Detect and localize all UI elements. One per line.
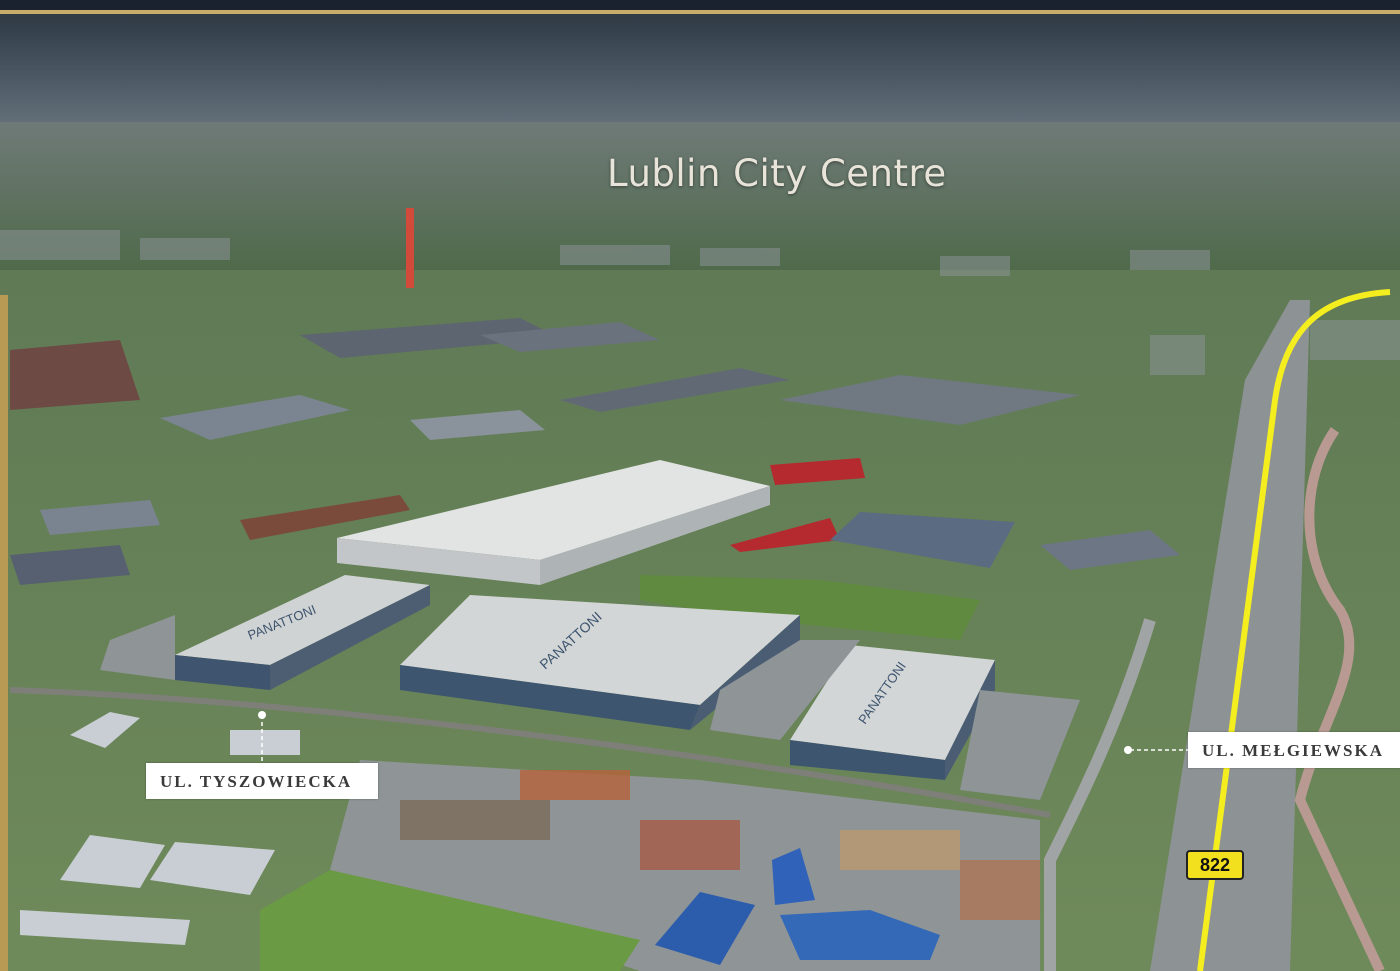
frame-top-border	[0, 0, 1400, 14]
street-label-melgiewska: UL. MEŁGIEWSKA	[1188, 732, 1400, 768]
white-warehouse	[337, 460, 770, 585]
access-road	[1044, 618, 1156, 971]
distant-city	[0, 122, 1400, 272]
frame-left-border	[0, 295, 8, 971]
railway	[9, 687, 1051, 818]
blue-buildings	[655, 848, 940, 965]
road-number-shield: 822	[1186, 850, 1244, 880]
container-yard	[400, 770, 1040, 920]
melgiewska-dot	[1124, 746, 1132, 754]
industrial-buildings	[10, 318, 1180, 585]
panattoni-warehouse-3: PANATTONI	[790, 645, 995, 780]
highlighted-road	[1197, 289, 1391, 971]
green-area	[260, 870, 640, 971]
grass-field	[640, 575, 980, 640]
city-blocks	[0, 230, 1400, 375]
panattoni-warehouse-2: PANATTONI	[400, 595, 800, 730]
chimney	[406, 208, 414, 288]
white-buildings	[20, 712, 300, 945]
sky	[0, 0, 1400, 125]
city-centre-label: Lublin City Centre	[607, 152, 947, 195]
road-822	[1150, 300, 1310, 971]
tyszowiecka-dot	[258, 711, 266, 719]
street-label-tyszowiecka: UL. TYSZOWIECKA	[146, 763, 378, 799]
